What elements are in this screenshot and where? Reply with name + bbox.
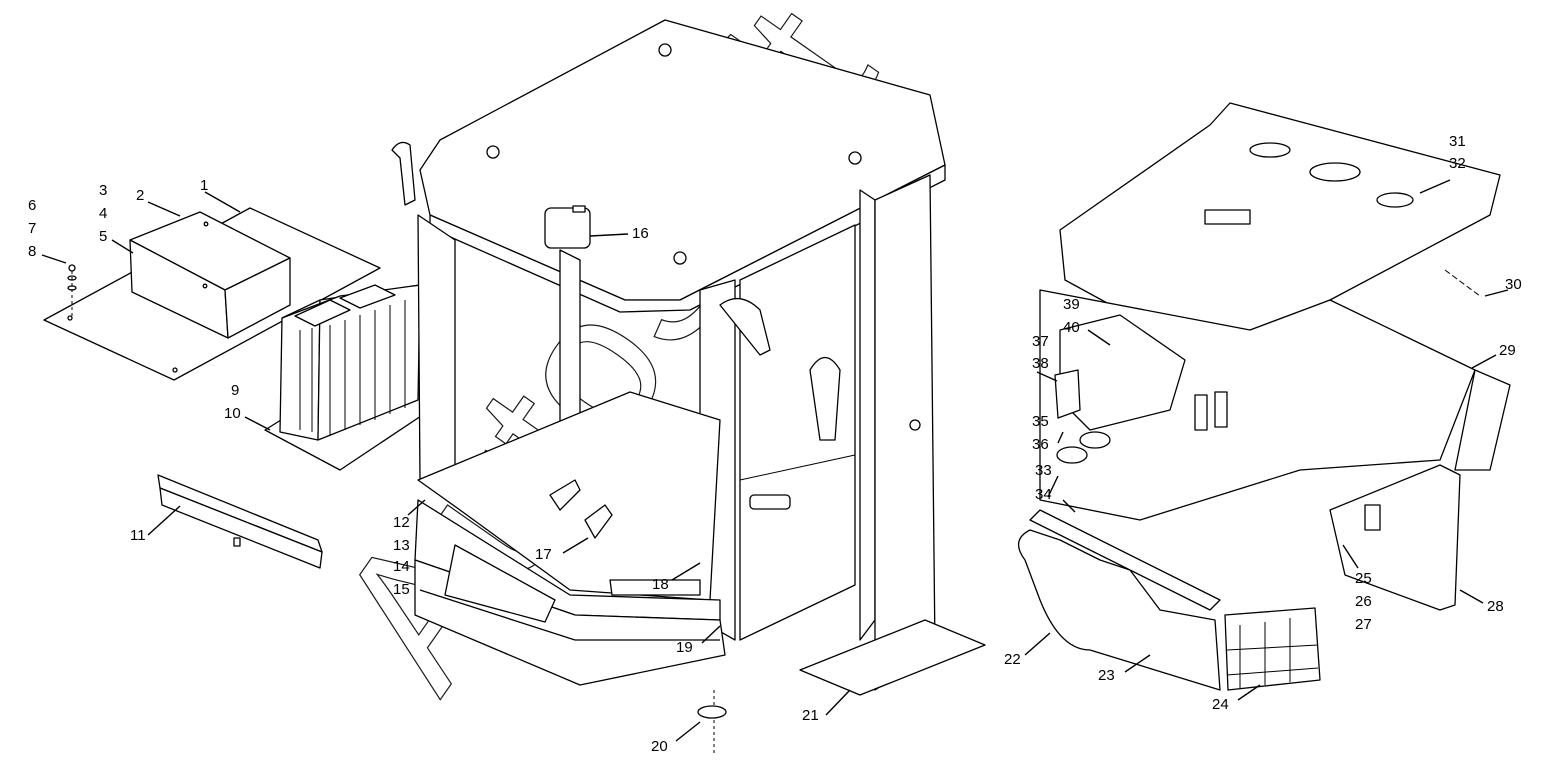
callout-21: 21: [802, 707, 819, 724]
callout-23: 23: [1098, 667, 1115, 684]
callout-4: 4: [99, 205, 108, 222]
callout-1: 1: [200, 177, 209, 194]
callout-20: 20: [651, 738, 668, 755]
callout-38: 38: [1032, 355, 1049, 372]
callout-14: 14: [393, 558, 410, 575]
callout-9: 9: [231, 382, 240, 399]
callout-18: 18: [652, 576, 669, 593]
bolt-stack: [67, 264, 77, 318]
callout-28: 28: [1487, 598, 1504, 615]
callout-34: 34: [1035, 486, 1052, 503]
callout-5: 5: [99, 228, 108, 245]
duct-22-23: [1018, 529, 1221, 691]
callout-3: 3: [99, 182, 108, 199]
callout-12: 12: [393, 514, 410, 531]
cab-assembly: [391, 19, 946, 691]
callout-17: 17: [535, 546, 552, 563]
callout-32: 32: [1449, 155, 1466, 172]
bracket-25-28: [1329, 464, 1461, 611]
callout-16: 16: [632, 225, 649, 242]
callout-29: 29: [1499, 342, 1516, 359]
callout-15: 15: [393, 581, 410, 598]
callout-2: 2: [136, 187, 145, 204]
callout-10: 10: [224, 405, 241, 422]
pedestal-9-10: [264, 284, 431, 471]
callout-40: 40: [1063, 319, 1080, 336]
callout-11: 11: [130, 527, 146, 544]
callout-24: 24: [1212, 696, 1229, 713]
callout-30: 30: [1505, 276, 1522, 293]
callout-33: 33: [1035, 462, 1052, 479]
rail-11: [157, 474, 323, 569]
callout-22: 22: [1004, 651, 1021, 668]
callout-8: 8: [28, 243, 37, 260]
plug-20: [697, 705, 727, 719]
callout-26: 26: [1355, 593, 1372, 610]
callout-35: 35: [1032, 413, 1049, 430]
callout-7: 7: [28, 220, 37, 237]
callout-27: 27: [1355, 616, 1372, 633]
callout-37: 37: [1032, 333, 1049, 350]
callout-36: 36: [1032, 436, 1049, 453]
callout-13: 13: [393, 537, 410, 554]
headliner-31-32: [1059, 102, 1501, 341]
leader-lines: [41, 179, 1509, 742]
floor-mat-21: [799, 619, 986, 696]
callout-39: 39: [1063, 296, 1080, 313]
callout-31: 31: [1449, 133, 1466, 150]
callout-19: 19: [676, 639, 693, 656]
callout-25: 25: [1355, 570, 1372, 587]
callout-6: 6: [28, 197, 37, 214]
